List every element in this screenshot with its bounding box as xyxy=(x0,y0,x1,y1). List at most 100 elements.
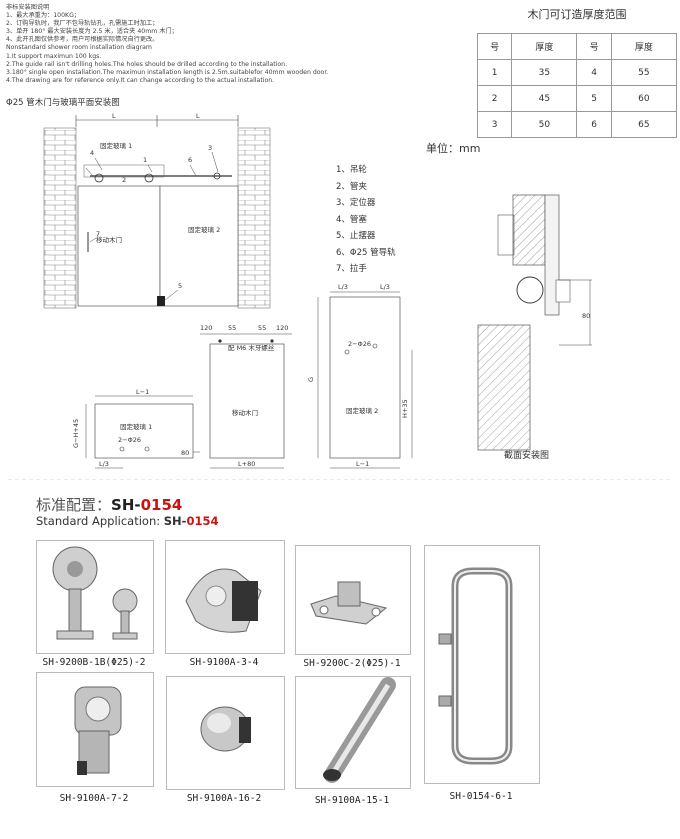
table-cell: 4 xyxy=(576,59,612,86)
technical-drawing: L L 固定玻璃 1 移动木门 固定玻璃 2 4 1 3 2 5 6 7 L−1… xyxy=(8,112,672,480)
product-model: SH-0154-6-1 xyxy=(449,791,513,802)
product-card[interactable] xyxy=(424,545,540,784)
glass-2-dim-top: L/3 xyxy=(380,283,390,291)
top-dimension xyxy=(75,115,239,127)
moving-door-outline xyxy=(77,185,161,307)
legend-item: 5、止摆器 xyxy=(336,231,376,241)
table-row: 3 50 6 65 xyxy=(476,111,678,138)
product-card[interactable] xyxy=(295,545,411,655)
front-fixed-glass-2-label: 固定玻璃 2 xyxy=(188,225,220,234)
section-caption: 截面安装图 xyxy=(504,449,549,461)
callout-4: 4 xyxy=(90,149,94,157)
glass-1-dim-top: L−1 xyxy=(136,388,149,396)
note-line: 2、订购导轨时，我厂不包导轨钻孔，孔需施工时加工； xyxy=(6,20,159,28)
product-card[interactable] xyxy=(165,540,285,654)
legend-item: 3、定位器 xyxy=(336,198,376,208)
note-line: 非标安装图说明 xyxy=(6,4,50,11)
product-model: SH-9100A-3-4 xyxy=(189,657,259,668)
hole-icon xyxy=(344,349,350,355)
table-cell: 5 xyxy=(576,85,612,112)
hole-icon xyxy=(119,446,125,452)
note-line: 2.The guide rail isn't drilling holes.Th… xyxy=(6,60,288,68)
glass-1-dim-left: G−H+45 xyxy=(72,419,80,448)
glass-1-dims xyxy=(85,395,200,469)
pipe-plug-icon xyxy=(200,706,251,752)
pipe-clamp-icon xyxy=(185,568,262,633)
glass-2-dim-bottom: L−1 xyxy=(356,460,369,468)
note-line: 4、此开孔图仅供参考，用户可根据实际情况自行更改。 xyxy=(6,36,159,44)
right-brick-wall xyxy=(237,127,271,309)
product-card[interactable] xyxy=(166,676,285,790)
front-moving-door-label: 移动木门 xyxy=(96,235,122,244)
product-model: SH-9200C-2(Φ25)-1 xyxy=(303,658,401,669)
legend-item: 2、管夹 xyxy=(336,181,367,192)
note-line: 1.It support maximun 100 kgs. xyxy=(6,52,102,60)
door-screw-note: 配 M6 木牙螺丝 xyxy=(228,343,275,352)
door-dim-bottom: L+80 xyxy=(238,460,255,468)
note-line: 3.180° single open installation.The maxi… xyxy=(6,68,329,76)
table-cell: 3 xyxy=(476,111,513,138)
note-line: Nonstandard shower room installation dia… xyxy=(6,44,152,52)
parts-legend: 1、吊轮 2、管夹 3、定位器 4、管塞 5、止摆器 6、Φ25 管导轨 7、拉… xyxy=(336,162,396,278)
glass-2-hole-label: 2−Φ26 xyxy=(348,340,371,348)
callout-leaders xyxy=(85,151,219,301)
glass-1-hole-label: 2−Φ26 xyxy=(118,436,141,444)
product-card[interactable] xyxy=(295,676,411,789)
product-card[interactable] xyxy=(36,672,154,787)
note-line: 1、最大承重为：100KG； xyxy=(6,12,81,20)
plan-subheading: Φ25 管木门与玻璃平面安装图 xyxy=(6,98,120,108)
door-dim-top: 55 xyxy=(228,324,236,332)
product-card[interactable] xyxy=(36,540,154,654)
standard-code-prefix: SH- xyxy=(111,496,141,514)
thickness-table-title: 木门可订造厚度范围 xyxy=(527,8,627,21)
door-label: 移动木门 xyxy=(232,408,258,417)
rail-section-icon xyxy=(516,276,544,304)
glass-2-dims xyxy=(317,291,413,469)
standard-en-label: Standard Application: xyxy=(36,514,161,528)
callout-3: 3 xyxy=(208,144,212,152)
door-dim-top: 55 xyxy=(258,324,266,332)
positioner-icon xyxy=(310,581,388,625)
glass-2-panel xyxy=(329,296,401,459)
thickness-table: 号 厚度 号 厚度 1 35 4 55 2 45 5 60 3 50 6 65 xyxy=(476,33,678,138)
note-line: 4.The drawing are for reference only.It … xyxy=(6,76,275,84)
glass-2-dim-right: H+35 xyxy=(401,399,409,418)
fixed-glass-2-outline xyxy=(159,185,239,307)
product-model: SH-9200B-1B(Φ25)-2 xyxy=(42,657,146,668)
standard-cn-label: 标准配置： xyxy=(36,496,112,514)
left-brick-wall xyxy=(43,127,77,309)
table-cell: 6 xyxy=(576,111,612,138)
product-model: SH-9100A-16-2 xyxy=(186,793,262,804)
hole-icon xyxy=(372,343,378,349)
standard-code-number: 0154 xyxy=(186,514,219,528)
callout-1: 1 xyxy=(143,156,147,164)
glass-1-panel xyxy=(94,403,194,459)
glass-2-label: 固定玻璃 2 xyxy=(346,406,378,415)
callout-7: 7 xyxy=(96,230,100,238)
unit-label: 单位：mm xyxy=(426,142,481,155)
glass-2-dim-left: G xyxy=(307,377,315,382)
wheel-icon xyxy=(144,173,154,183)
standard-cn-heading: 标准配置：SH-0154 xyxy=(36,494,182,515)
screw-icon xyxy=(218,339,222,343)
table-row: 2 45 5 60 xyxy=(476,85,678,112)
wheel-icon xyxy=(94,173,104,183)
dim-left-L: L xyxy=(112,112,116,120)
screw-icon xyxy=(270,339,274,343)
product-model: SH-9100A-15-1 xyxy=(314,795,390,806)
table-header: 厚度 xyxy=(511,33,578,60)
dim-right-L: L xyxy=(196,112,200,120)
section-dim: 80 xyxy=(582,312,590,320)
door-dim-top: 120 xyxy=(276,324,288,332)
glass-1-dim-right: 80 xyxy=(181,449,189,457)
standard-code-number: 0154 xyxy=(140,496,183,514)
standard-code-prefix: SH- xyxy=(163,514,187,528)
front-fixed-glass-1-label: 固定玻璃 1 xyxy=(100,141,132,150)
glass-1-dim-bottom: L/3 xyxy=(99,460,109,468)
note-line: 3、单开 180° 最大安装长度为 2.5 米，适合夹 40mm 木门； xyxy=(6,28,178,36)
glass-2-dim-top: L/3 xyxy=(338,283,348,291)
standard-en-heading: Standard Application: SH-0154 xyxy=(36,514,218,528)
hanging-wheel-icon xyxy=(52,546,138,640)
section-view xyxy=(477,194,592,451)
guide-rail-pipe-icon xyxy=(323,677,396,783)
